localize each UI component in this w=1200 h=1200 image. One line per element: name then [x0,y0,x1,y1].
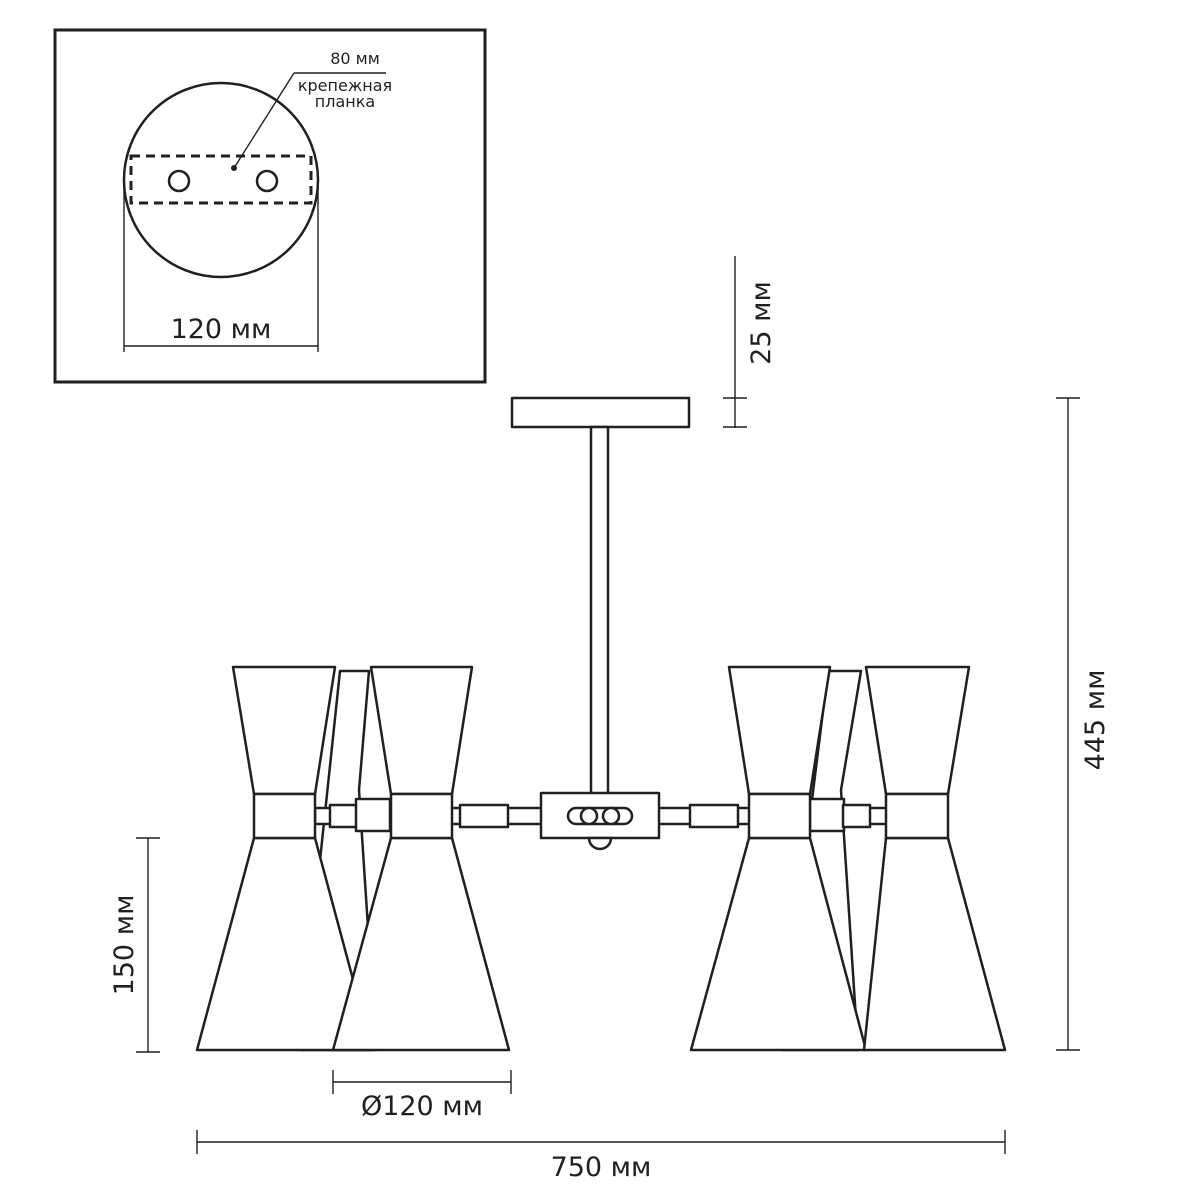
plate-name-line1: крепежная [298,76,392,95]
shade-3-collar [747,792,812,840]
total-height-label: 445 мм [1080,670,1111,771]
dimension-shade-diameter: Ø120 мм [332,1070,512,1122]
dimension-canopy-height: 25 мм [723,256,777,428]
stem-rod [589,425,610,798]
shade-3 [689,665,868,1052]
canopy-height-label: 25 мм [746,281,777,365]
joint-left-outer [328,803,359,829]
shade-2-upper [369,665,474,796]
hub-slot [566,806,634,826]
shade-2 [331,665,511,1052]
joint-left-inner [354,797,392,833]
finial-ball [587,836,613,851]
shade-2-collar [389,792,454,840]
canopy-top-view [122,81,320,279]
mounting-hole-left [167,169,191,193]
shade-4-lower [862,836,1007,1052]
mounting-plate-outline [129,154,313,205]
shade-1-upper [231,665,337,796]
shade-1-collar [252,792,317,840]
joint-right-inner [808,797,846,833]
plate-leader-line [233,72,295,169]
hub-screw-left [579,806,599,826]
chandelier-front-view [195,396,1007,1052]
shade-4-upper [864,665,971,796]
joint-right-outer [841,803,872,829]
ceiling-canopy [510,396,691,429]
shade-1 [195,665,374,1052]
dimension-total-width: 750 мм [196,1130,1006,1183]
canopy-diameter-label: 120 мм [171,314,272,345]
plate-width-label: 80 мм [330,49,380,68]
joint-left-mid [458,803,510,829]
hub-screw-right [601,806,621,826]
total-width-label: 750 мм [551,1152,652,1183]
shade-4 [862,665,1007,1052]
shade-diameter-label: Ø120 мм [361,1091,483,1122]
shade-4-collar [884,792,950,840]
plate-name-line2: планка [315,92,375,111]
dimension-total-height: 445 мм [1056,397,1111,1051]
mounting-detail-inset: 80 мм крепежная планка 120 мм [53,28,487,384]
joint-right-mid [688,803,740,829]
mounting-hole-right [255,169,279,193]
shade-height-label: 150 мм [109,895,140,996]
dimension-shade-height: 150 мм [109,837,160,1053]
